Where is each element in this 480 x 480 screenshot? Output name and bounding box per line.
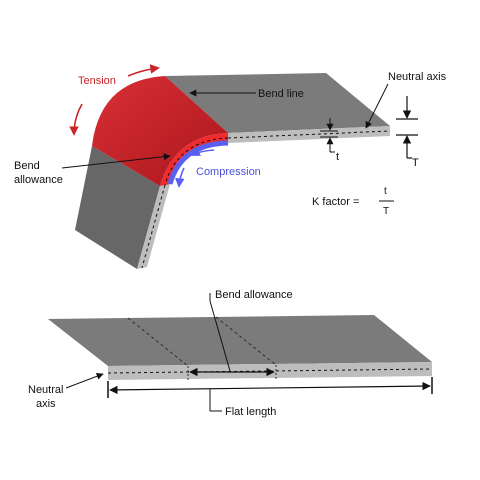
flat-length-label: Flat length: [225, 406, 276, 418]
k-factor-label: K factor =: [312, 196, 359, 208]
flat-bend-start-line: [127, 317, 189, 367]
neutral-axis-bottom-label-1: Neutral: [28, 384, 63, 396]
tension-arrow-left: [69, 103, 83, 136]
bend-allowance-bottom-leader-diag: [209, 300, 231, 372]
bend-allowance-top-label-2: allowance: [14, 174, 63, 186]
compression-arrow-top: [190, 147, 215, 156]
bend-allowance-top-leader: [61, 153, 171, 169]
T-big-label: T: [412, 157, 419, 169]
compression-arrow-bottom: [174, 167, 185, 188]
neutral-axis-bottom-label-2: axis: [36, 398, 56, 410]
compression-label: Compression: [196, 166, 261, 178]
t-small-label: t: [336, 151, 339, 163]
bend-line-label: Bend line: [258, 88, 304, 100]
vertical-leg-outer-face: [75, 146, 160, 269]
neutral-axis-bottom-leader: [65, 372, 104, 389]
t-dimension: [320, 118, 338, 153]
tension-arrow-top: [127, 64, 160, 77]
bend-compression-face: [167, 140, 229, 185]
k-factor-denominator: T: [383, 206, 389, 217]
vertical-leg-neutral-line: [141, 184, 166, 269]
bend-allowance-top-label-1: Bend: [14, 160, 40, 172]
bend-allowance-bottom-label: Bend allowance: [215, 289, 293, 301]
neutral-axis-top-label: Neutral axis: [388, 71, 447, 83]
bent-sheet: [75, 73, 391, 269]
flat-length-dimension: [109, 381, 431, 395]
horizontal-leg-top-face: [165, 73, 390, 133]
flat-sheet: [48, 315, 433, 380]
neutral-axis-top-leader: [365, 83, 389, 129]
flat-sheet-top-face: [48, 315, 432, 366]
tension-label: Tension: [78, 75, 116, 87]
k-factor-numerator: t: [384, 186, 387, 197]
flat-bend-end-line: [215, 316, 277, 366]
T-dimension: [396, 96, 418, 159]
bend-neutral-arc: [164, 137, 229, 186]
horizontal-leg-edge-face: [228, 126, 390, 143]
bend-region-tension: [92, 76, 228, 186]
